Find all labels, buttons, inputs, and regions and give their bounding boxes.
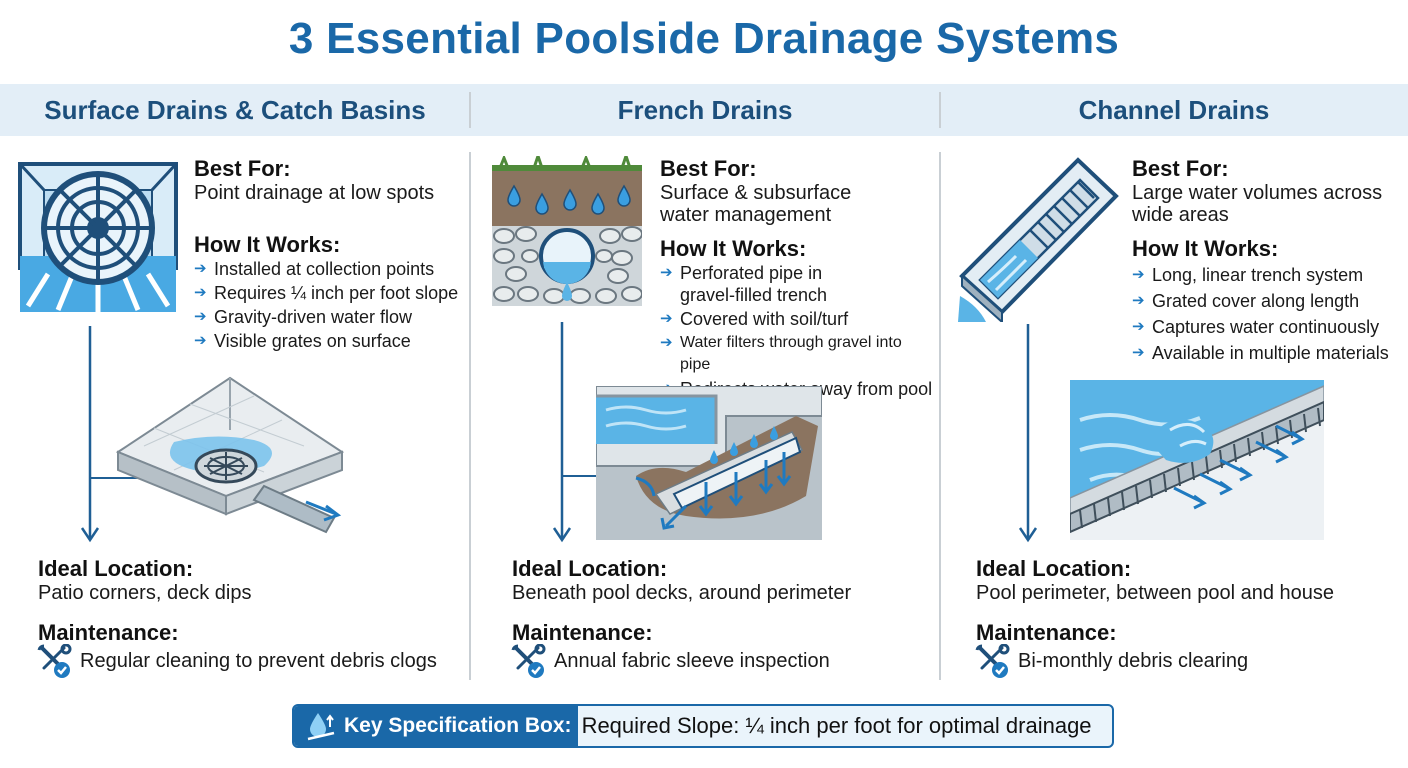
maintenance-label: Maintenance: [38,620,179,645]
water-drop-slope-icon [307,713,335,741]
best-for-text-line-2: wide areas [1132,204,1229,226]
drain-grate-icon [18,156,180,321]
best-for-label: Best For: [194,156,291,181]
wrench-screwdriver-check-icon [511,644,546,678]
best-for-text-line-1: Surface & subsurface [660,182,852,204]
column-heading-french-drains: French Drains [617,95,793,125]
french-drain-cross-section-icon [492,151,643,311]
spec-label-block: Key Specification Box: [294,706,578,746]
list-item: ➔Long, linear trench system [1132,265,1364,285]
pool-deck-french-drain-illustration [595,385,823,545]
how-it-works-label: How It Works: [1132,236,1279,261]
maintenance-row: Regular cleaning to prevent debris clogs [36,644,437,678]
best-for-label: Best For: [660,156,757,181]
maintenance-text: Bi-monthly debris clearing [1018,649,1249,672]
ideal-location-text: Pool perimeter, between pool and house [976,582,1335,604]
best-for-label: Best For: [1132,156,1229,181]
maintenance-row: Annual fabric sleeve inspection [510,644,830,678]
list-item: ➔Available in multiple materials [1132,343,1389,363]
ideal-location-label: Ideal Location: [976,556,1132,581]
ideal-location-text: Beneath pool decks, around perimeter [512,582,852,604]
maintenance-row: Bi-monthly debris clearing [974,644,1248,678]
arrow-right-icon: ➔ [1132,318,1145,335]
list-item: ➔Captures water continuously [1132,317,1380,337]
column-heading-surface-drains: Surface Drains & Catch Basins [44,95,426,125]
list-item: ➔Visible grates on surface [194,331,411,351]
arrow-right-icon: ➔ [1132,266,1145,283]
best-for-text-line-2: water management [660,204,832,226]
arrow-right-icon: ➔ [194,308,207,325]
channel-drain-icon [958,156,1122,327]
list-item: ➔Water filters through gravel into pipe [660,334,902,373]
column-divider [469,152,471,680]
list-item: ➔Gravity-driven water flow [194,307,413,327]
column-heading-channel-drains: Channel Drains [1078,95,1270,125]
ideal-location-text: Patio corners, deck dips [38,582,252,604]
how-it-works-list: ➔Long, linear trench system ➔Grated cove… [1132,264,1404,366]
flow-arrow-icon [1018,324,1038,543]
list-item: ➔Requires ¼ inch per foot slope [194,283,459,303]
spec-text: Required Slope: ¼ inch per foot for opti… [581,713,1092,738]
header-divider [939,92,941,128]
maintenance-text: Regular cleaning to prevent debris clogs [80,649,437,672]
key-specification-box: Key Specification Box: Required Slope: ¼… [292,704,1114,748]
best-for-text: Point drainage at low spots [194,182,435,204]
maintenance-text: Annual fabric sleeve inspection [554,649,830,672]
maintenance-label: Maintenance: [512,620,653,645]
ideal-location-label: Ideal Location: [512,556,668,581]
maintenance-label: Maintenance: [976,620,1117,645]
list-item: ➔Grated cover along length [1132,291,1360,311]
spec-label: Key Specification Box: [344,714,572,737]
header-divider [469,92,471,128]
how-it-works-label: How It Works: [194,232,341,257]
arrow-right-icon: ➔ [1132,292,1145,309]
arrow-right-icon: ➔ [660,310,673,327]
wrench-screwdriver-check-icon [975,644,1010,678]
page-title: 3 Essential Poolside Drainage Systems [288,14,1120,63]
arrow-right-icon: ➔ [660,264,673,281]
ideal-location-label: Ideal Location: [38,556,194,581]
list-item: ➔Covered with soil/turf [660,309,849,329]
arrow-right-icon: ➔ [1132,344,1145,361]
arrow-right-icon: ➔ [660,334,673,351]
arrow-right-icon: ➔ [194,284,207,301]
how-it-works-list: ➔Installed at collection points ➔Require… [194,258,464,354]
patio-drain-illustration [114,374,345,555]
arrow-right-icon: ➔ [194,260,207,277]
arrow-right-icon: ➔ [194,332,207,349]
pool-edge-channel-drain-illustration [1069,380,1325,545]
column-header-band [0,84,1408,136]
column-divider [939,152,941,680]
best-for-text-line-1: Large water volumes across [1132,182,1383,204]
wrench-screwdriver-check-icon [37,644,72,678]
how-it-works-label: How It Works: [660,236,807,261]
list-item: ➔Installed at collection points [194,259,435,279]
